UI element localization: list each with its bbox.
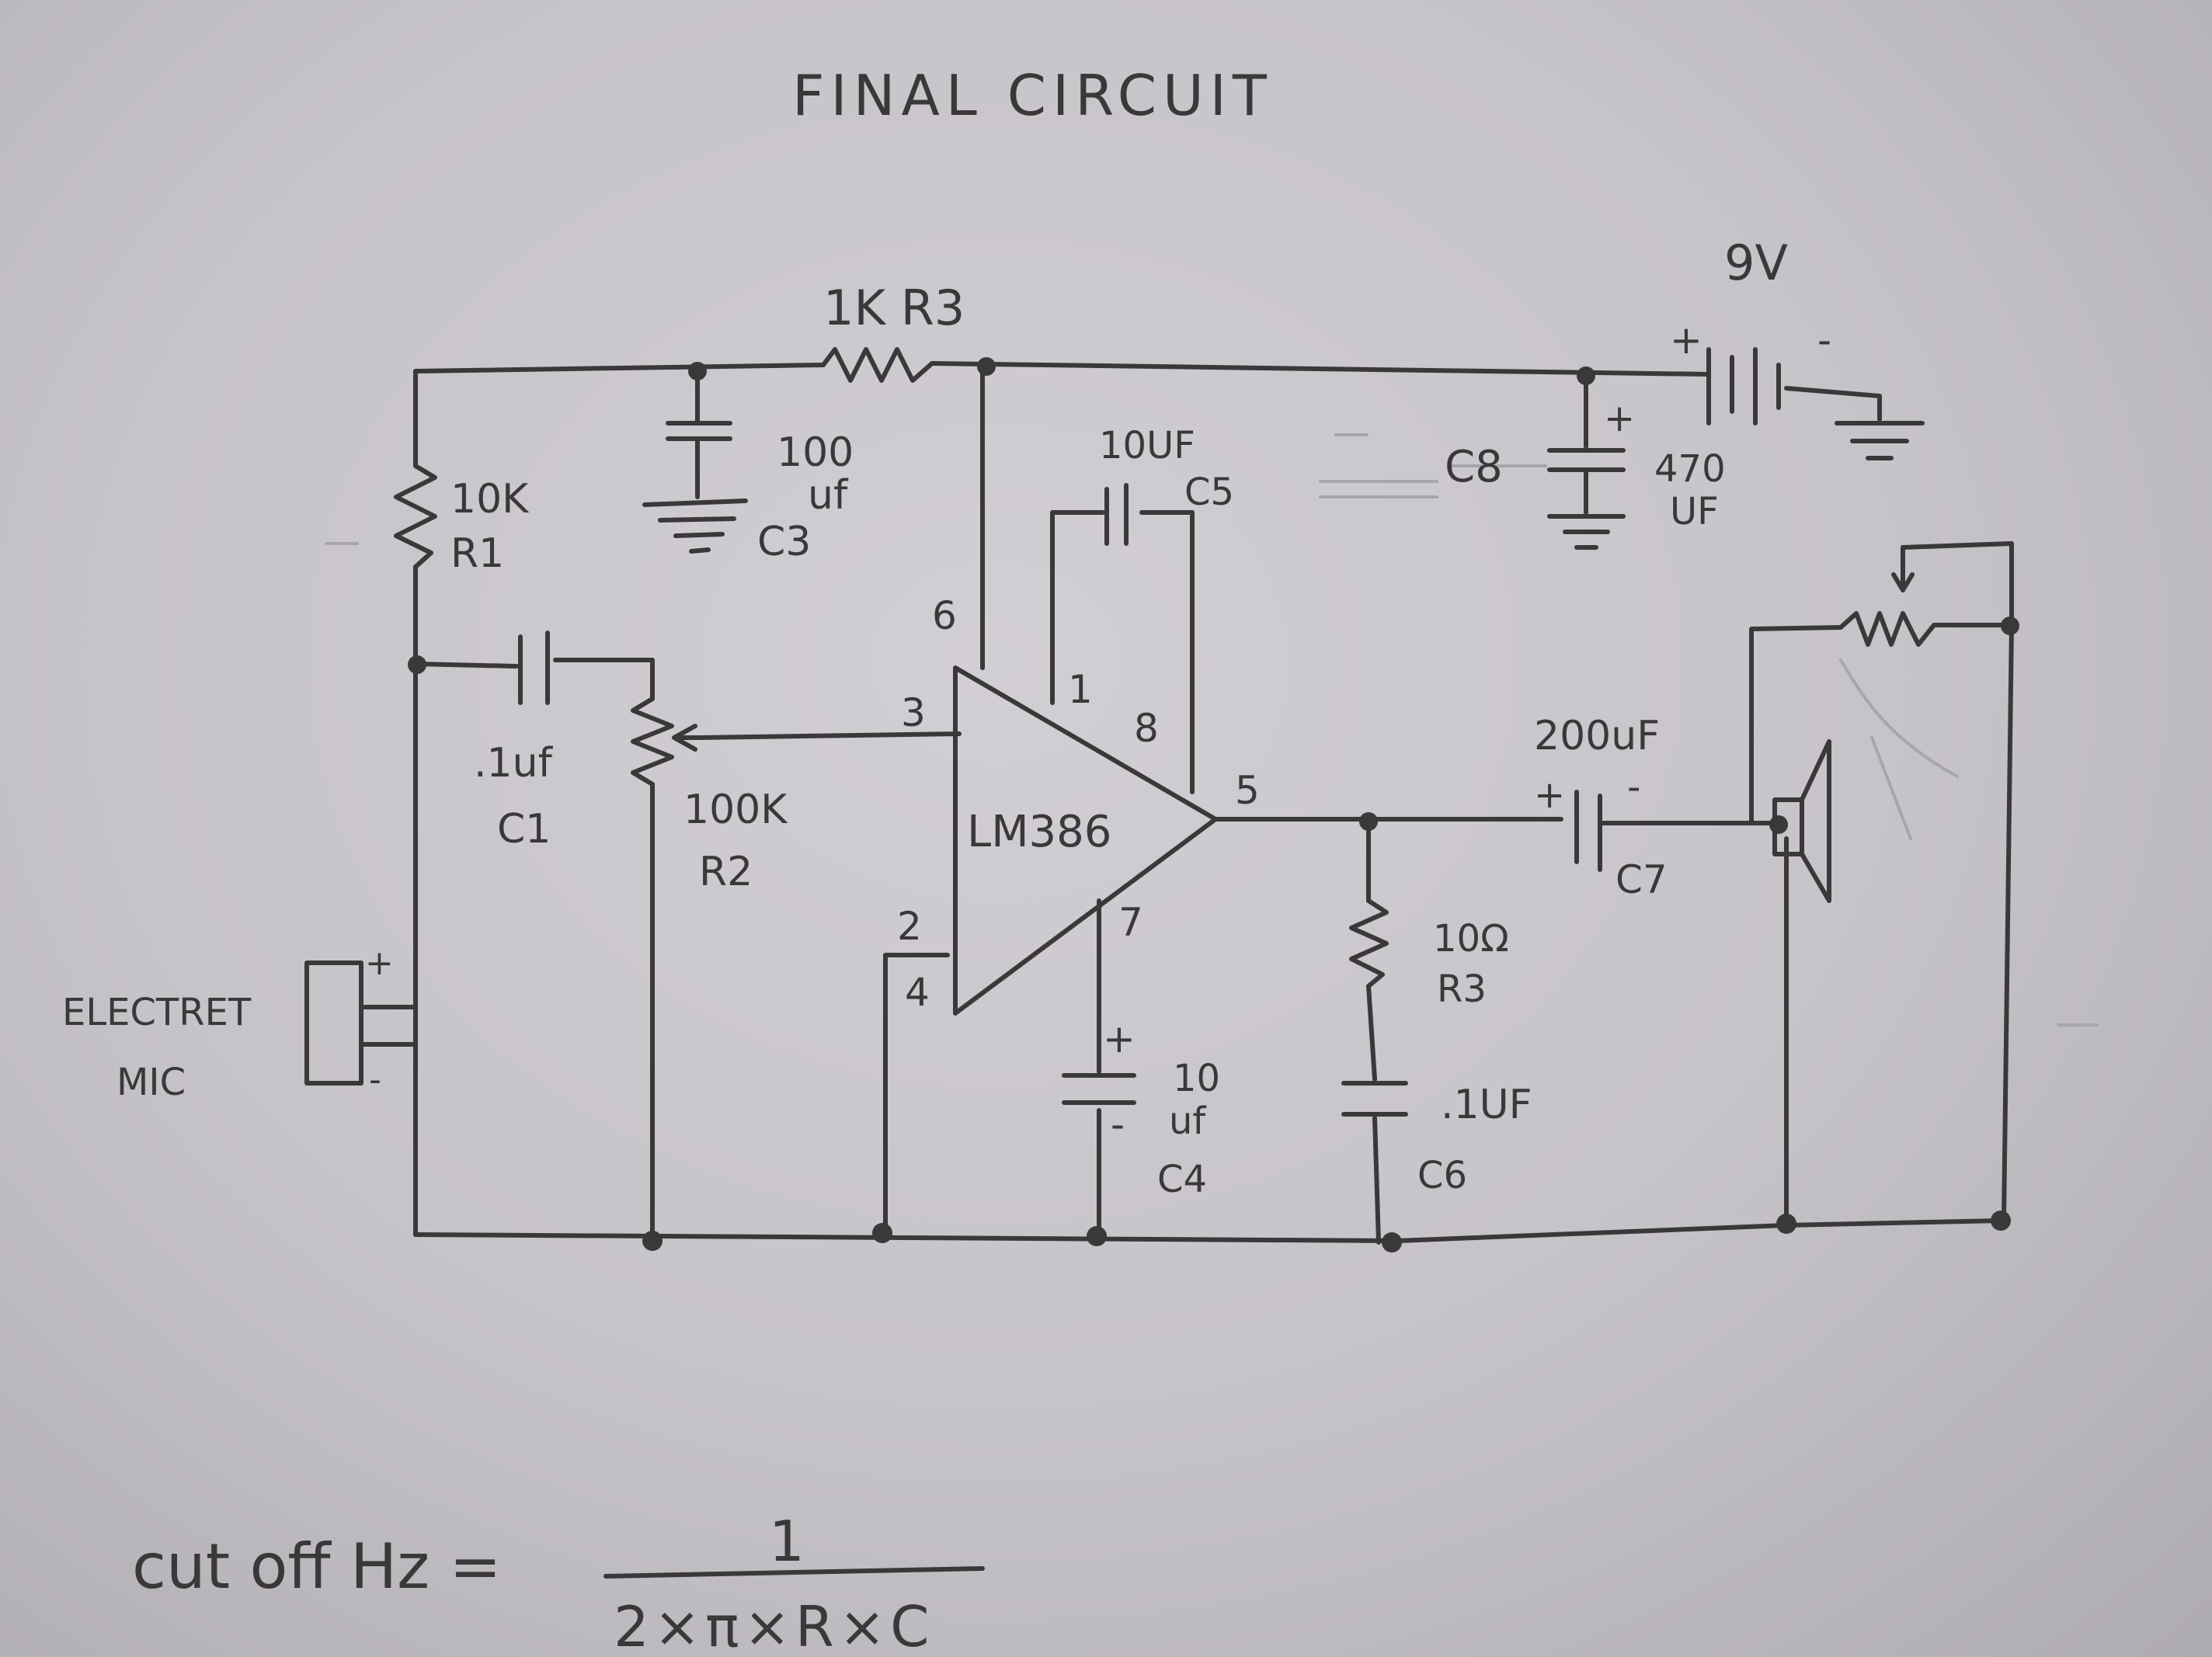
r1-name-label: R1 bbox=[450, 530, 504, 577]
r2-value-label: 100K bbox=[683, 787, 788, 833]
wires bbox=[359, 361, 2014, 1245]
formula-numerator: 1 bbox=[769, 1509, 805, 1574]
r2-name-label: R2 bbox=[699, 849, 753, 895]
c4-unit-label: uf bbox=[1169, 1099, 1206, 1143]
mic-minus-label: - bbox=[369, 1060, 381, 1099]
bleed-through-marks bbox=[325, 433, 2099, 1027]
c8-unit-label: UF bbox=[1670, 490, 1719, 533]
c1-value-label: .1uf bbox=[474, 740, 554, 787]
r1-value-label: 10K bbox=[450, 476, 530, 523]
mic-label-line2: MIC bbox=[117, 1061, 186, 1104]
c4-name-label: C4 bbox=[1157, 1158, 1207, 1201]
pin-3-label: 3 bbox=[901, 690, 926, 735]
c4-value-label: 10 bbox=[1173, 1057, 1220, 1100]
c4-plus-label: + bbox=[1103, 1016, 1136, 1061]
c4-minus-label: - bbox=[1111, 1102, 1125, 1147]
component-labels: 1K R3 9V + - 10K R1 100 uf C3 10UF C5 C8… bbox=[62, 234, 1831, 1201]
battery-voltage-label: 9V bbox=[1724, 234, 1788, 291]
pin-2-label: 2 bbox=[897, 904, 922, 949]
c3-unit-label: uf bbox=[808, 472, 849, 519]
c3-name-label: C3 bbox=[757, 519, 811, 565]
pin-7-label: 7 bbox=[1118, 900, 1143, 945]
formula-denominator: 2×π×R×C bbox=[614, 1594, 934, 1657]
microphone-icon bbox=[304, 961, 363, 1086]
pin-4-label: 4 bbox=[905, 970, 930, 1015]
pin-6-label: 6 bbox=[932, 593, 957, 638]
formula-lhs: cut off Hz = bbox=[132, 1530, 502, 1603]
c7-minus-label: - bbox=[1627, 766, 1640, 809]
battery-symbol bbox=[1706, 347, 1925, 460]
r3-output-name-label: R3 bbox=[1437, 967, 1487, 1011]
r3-top-label: 1K R3 bbox=[823, 280, 965, 336]
battery-minus-label: - bbox=[1817, 318, 1831, 363]
pin-5-label: 5 bbox=[1235, 768, 1260, 813]
c3-value-label: 100 bbox=[777, 429, 854, 476]
pin-8-label: 8 bbox=[1134, 706, 1159, 751]
c7-plus-label: + bbox=[1534, 773, 1565, 817]
c8-plus-label: + bbox=[1604, 397, 1635, 440]
mic-label-line1: ELECTRET bbox=[62, 991, 252, 1034]
c7-name-label: C7 bbox=[1616, 857, 1668, 902]
capacitor-c4-symbol bbox=[1062, 1073, 1136, 1105]
cutoff-formula: cut off Hz = 1 2×π×R×C bbox=[132, 1509, 985, 1657]
capacitor-c7-symbol bbox=[1574, 790, 1602, 872]
capacitor-c6-symbol bbox=[1341, 1081, 1408, 1117]
speaker-icon bbox=[1772, 739, 1831, 903]
pin-labels: 1 2 3 4 5 6 7 8 bbox=[897, 593, 1260, 1015]
potentiometer-r2-symbol bbox=[631, 696, 701, 787]
c8-name-label: C8 bbox=[1445, 442, 1503, 492]
resistor-r3-output-symbol bbox=[1349, 898, 1389, 988]
c6-value-label: .1UF bbox=[1441, 1082, 1532, 1128]
c5-name-label: C5 bbox=[1184, 471, 1234, 514]
r3-output-value-label: 10Ω bbox=[1433, 917, 1509, 961]
resistor-r1-symbol bbox=[394, 464, 437, 569]
speaker-volume-pot-symbol bbox=[1838, 545, 1936, 647]
mic-plus-label: + bbox=[365, 943, 394, 983]
resistor-r3-symbol bbox=[821, 347, 934, 383]
c5-value-label: 10UF bbox=[1099, 424, 1195, 467]
formula-fraction-bar bbox=[603, 1566, 985, 1579]
lm386-label: LM386 bbox=[967, 807, 1111, 857]
capacitor-c3-symbol bbox=[642, 421, 748, 554]
pin-1-label: 1 bbox=[1068, 667, 1093, 712]
lm386-op-amp bbox=[953, 665, 1218, 1016]
capacitor-c1-symbol bbox=[518, 630, 550, 705]
capacitor-c5-symbol bbox=[1104, 483, 1129, 546]
battery-plus-label: + bbox=[1670, 318, 1702, 363]
page-title: FINAL CIRCUIT bbox=[792, 63, 1273, 128]
c8-value-label: 470 bbox=[1654, 447, 1726, 491]
c7-value-label: 200uF bbox=[1534, 713, 1660, 759]
capacitor-c8-symbol bbox=[1547, 373, 1626, 550]
c1-name-label: C1 bbox=[497, 806, 551, 853]
c6-name-label: C6 bbox=[1417, 1154, 1467, 1197]
